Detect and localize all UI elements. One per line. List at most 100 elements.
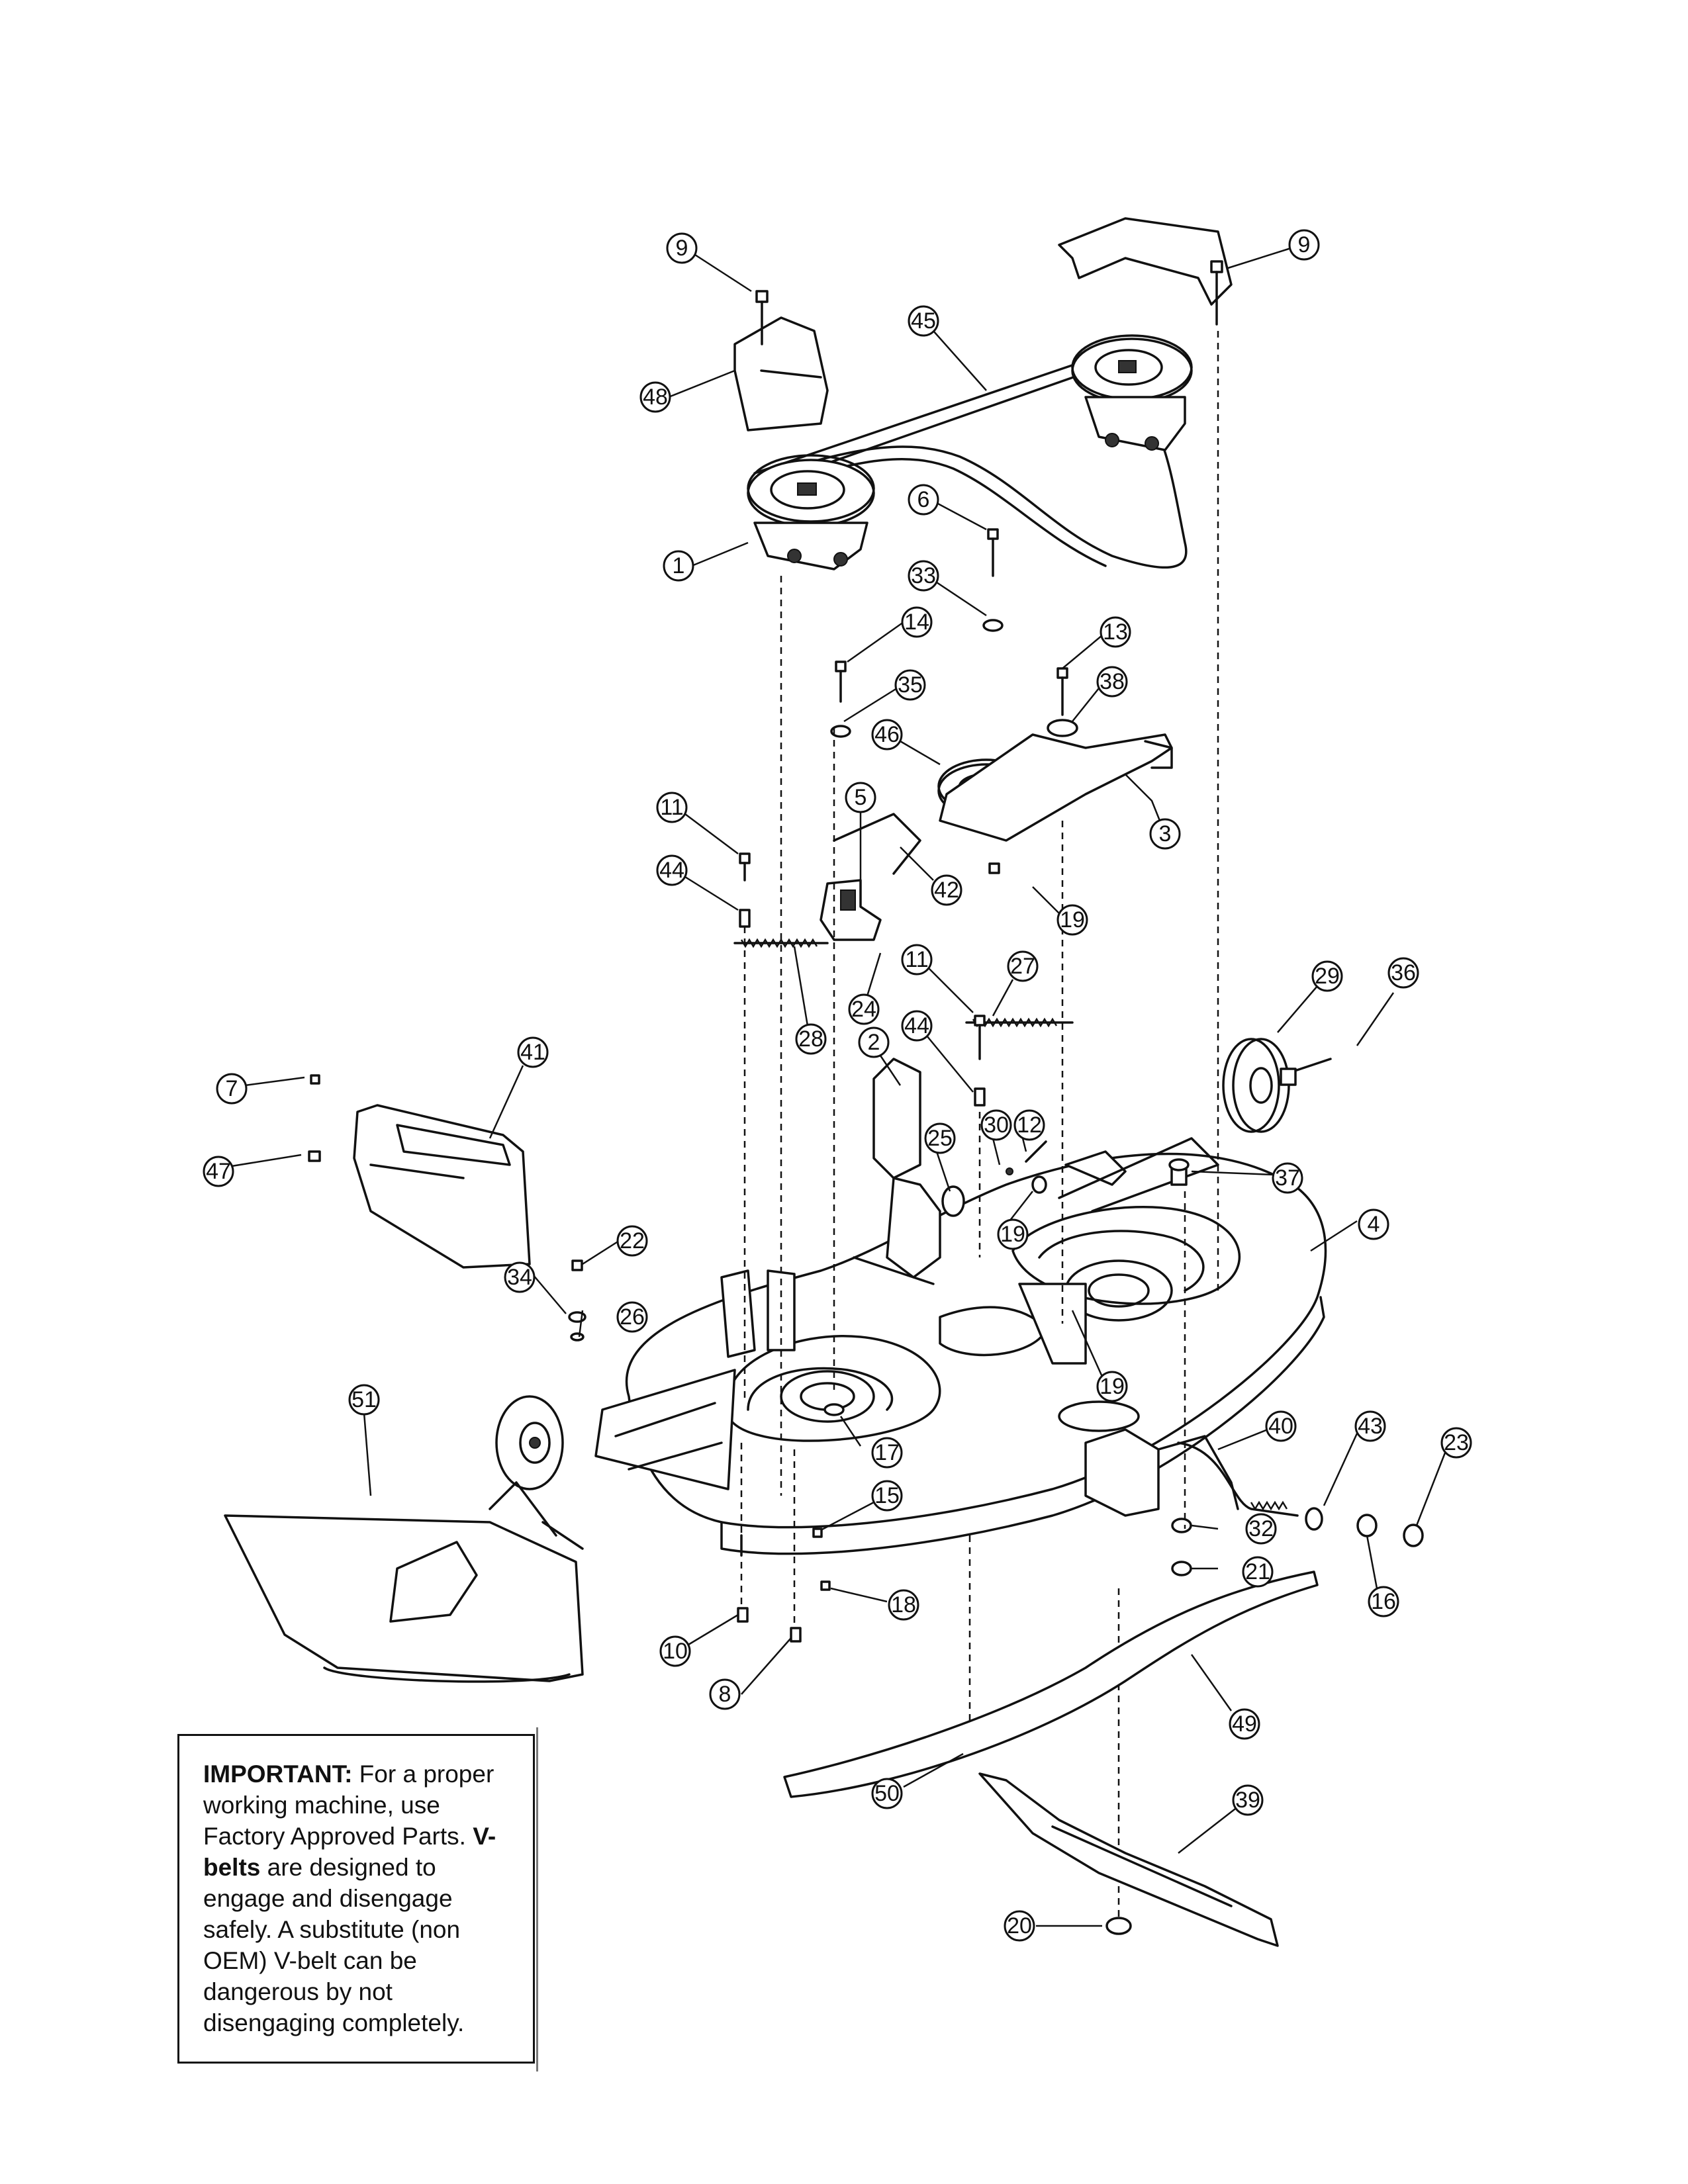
- svg-text:50: 50: [874, 1781, 900, 1806]
- callout-12: 12: [1013, 1109, 1045, 1141]
- shoulder-bolt-36: [1280, 1058, 1332, 1086]
- callout-48: 48: [639, 381, 671, 413]
- deck-bracket-40: [1084, 1428, 1239, 1517]
- svg-text:46: 46: [874, 722, 900, 747]
- important-notice: IMPORTANT: For a proper working machine,…: [177, 1734, 535, 2064]
- gauge-wheel-bracket: [1058, 1137, 1219, 1212]
- callout-25: 25: [924, 1122, 956, 1154]
- bracket-2: [853, 1058, 941, 1285]
- svg-text:25: 25: [927, 1126, 953, 1151]
- svg-text:27: 27: [1010, 954, 1035, 979]
- svg-text:23: 23: [1444, 1430, 1469, 1455]
- callout-38: 38: [1096, 666, 1128, 698]
- callout-42: 42: [931, 874, 962, 906]
- callout-45: 45: [908, 305, 939, 337]
- callout-39: 39: [1232, 1784, 1264, 1816]
- nut-16: [1356, 1514, 1378, 1537]
- svg-text:28: 28: [798, 1026, 823, 1052]
- callout-19-upper: 19: [1056, 904, 1088, 936]
- svg-text:11: 11: [905, 947, 928, 972]
- washer-43: [1305, 1507, 1323, 1531]
- svg-text:47: 47: [206, 1159, 231, 1184]
- svg-text:2: 2: [868, 1030, 880, 1055]
- callout-28: 28: [795, 1023, 827, 1055]
- callout-27: 27: [1007, 950, 1039, 982]
- spindle-pulley-1: [747, 454, 875, 570]
- svg-text:9: 9: [1298, 232, 1311, 257]
- svg-text:1: 1: [673, 553, 685, 578]
- nut-25: [941, 1185, 965, 1217]
- svg-text:32: 32: [1248, 1516, 1274, 1541]
- callout-40: 40: [1265, 1410, 1297, 1442]
- baffle-49: [783, 1570, 1319, 1798]
- svg-text:19: 19: [1100, 1374, 1125, 1399]
- deck-wheel-left: [495, 1395, 564, 1490]
- spindle-pulley-right: [1071, 334, 1193, 451]
- svg-text:48: 48: [643, 385, 668, 410]
- callout-3: 3: [1149, 818, 1181, 850]
- svg-text:22: 22: [620, 1228, 645, 1253]
- callout-35: 35: [894, 669, 926, 701]
- svg-text:35: 35: [898, 672, 923, 698]
- callout-1: 1: [663, 550, 694, 582]
- svg-text:39: 39: [1235, 1788, 1260, 1813]
- callout-17: 17: [871, 1437, 903, 1469]
- callout-2: 2: [858, 1026, 890, 1058]
- cap-23: [1403, 1524, 1424, 1547]
- callout-46: 46: [871, 719, 903, 751]
- callout-14: 14: [901, 606, 933, 638]
- svg-text:24: 24: [851, 997, 876, 1022]
- svg-text:13: 13: [1103, 619, 1128, 645]
- callout-50: 50: [871, 1778, 903, 1809]
- callouts: 9 9 45 48 1 6 33 14 13 35 38 46 3 5 11 4…: [203, 229, 1472, 1942]
- svg-text:18: 18: [891, 1592, 916, 1617]
- vbelts-label: V-belts: [203, 1823, 496, 1881]
- callout-41: 41: [517, 1036, 549, 1068]
- svg-text:43: 43: [1358, 1414, 1383, 1439]
- wheel-29: [1222, 1038, 1290, 1133]
- callout-22: 22: [616, 1225, 648, 1257]
- callout-44-lower: 44: [901, 1010, 933, 1042]
- callout-24: 24: [848, 993, 880, 1025]
- callout-10: 10: [659, 1635, 691, 1667]
- rod-40: [1177, 1441, 1299, 1517]
- deck-housing: [625, 1152, 1327, 1557]
- svg-text:16: 16: [1371, 1589, 1396, 1614]
- callout-36: 36: [1387, 957, 1419, 989]
- callout-7: 7: [216, 1073, 248, 1105]
- alignment-lines: [740, 331, 1219, 1919]
- svg-text:7: 7: [226, 1076, 238, 1101]
- callout-8: 8: [709, 1678, 741, 1710]
- important-label: IMPORTANT:: [203, 1760, 353, 1788]
- svg-text:41: 41: [520, 1040, 545, 1065]
- belt-guard-right: [1058, 217, 1233, 306]
- discharge-opening: [594, 1369, 736, 1490]
- callout-37: 37: [1272, 1162, 1303, 1194]
- svg-text:33: 33: [911, 563, 936, 588]
- svg-text:9: 9: [676, 236, 688, 261]
- callout-4: 4: [1358, 1208, 1389, 1240]
- callout-20: 20: [1004, 1910, 1035, 1942]
- svg-text:20: 20: [1007, 1913, 1032, 1938]
- callout-11-lower: 11: [901, 944, 933, 976]
- callout-15: 15: [871, 1480, 903, 1512]
- svg-text:44: 44: [659, 858, 684, 883]
- svg-text:6: 6: [917, 487, 930, 512]
- callout-23: 23: [1440, 1427, 1472, 1459]
- callout-30: 30: [980, 1109, 1012, 1141]
- bracket-right-mount: [1018, 1283, 1087, 1365]
- svg-text:5: 5: [855, 785, 867, 810]
- svg-text:8: 8: [719, 1682, 731, 1707]
- vbelts-text: are designed to engage and disengage saf…: [203, 1854, 465, 2036]
- svg-text:12: 12: [1017, 1113, 1042, 1138]
- svg-text:29: 29: [1315, 964, 1340, 989]
- spring-28: [733, 938, 829, 948]
- callout-11-upper: 11: [656, 792, 688, 823]
- callout-16: 16: [1368, 1586, 1399, 1617]
- callout-33: 33: [908, 560, 939, 592]
- svg-text:45: 45: [911, 308, 936, 334]
- callout-5: 5: [845, 782, 876, 813]
- callout-9-left: 9: [666, 232, 698, 264]
- svg-text:19: 19: [1000, 1222, 1025, 1247]
